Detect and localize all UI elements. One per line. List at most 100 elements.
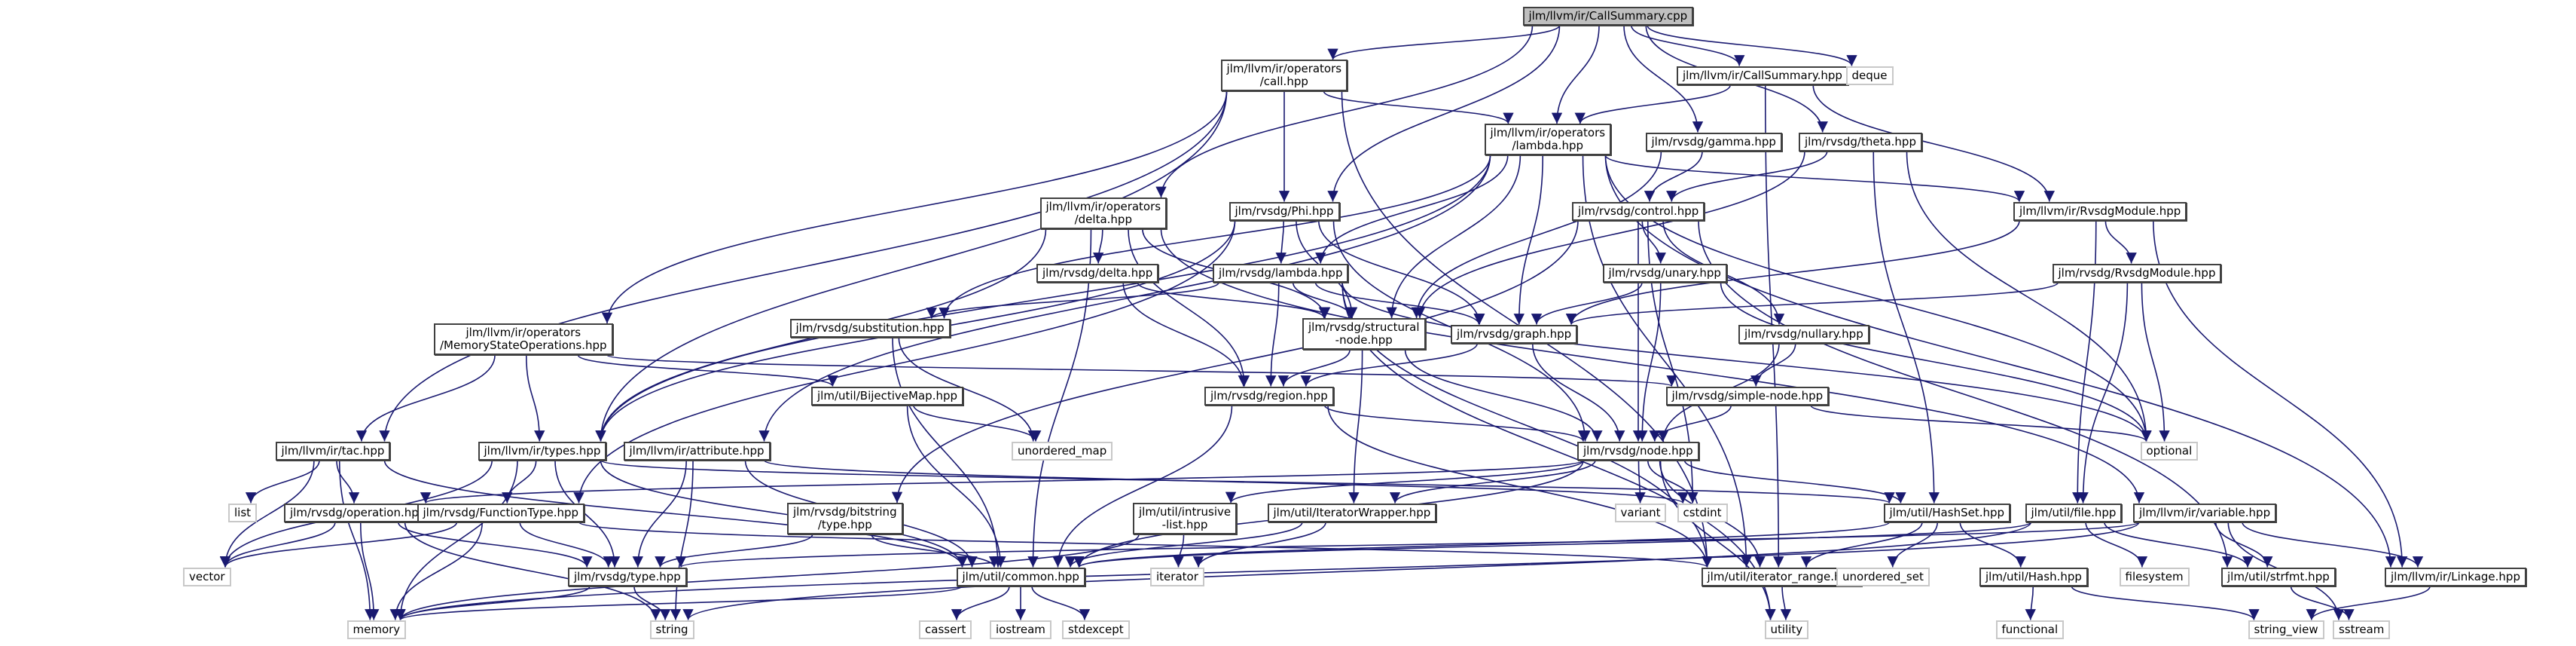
node-hash[interactable]: jlm/util/Hash.hpp (1979, 567, 2088, 586)
edge-intrusive-to-iterator (1173, 534, 1185, 568)
node-list: list (228, 503, 258, 522)
edge-deltaop-to-region (1128, 228, 1250, 387)
edge-tac-to-list (245, 460, 320, 504)
edge-filehpp-to-common (1073, 521, 2032, 568)
node-variable[interactable]: jlm/llvm/ir/variable.hpp (2133, 503, 2277, 522)
node-graph[interactable]: jlm/rvsdg/graph.hpp (1451, 324, 1578, 344)
edge-intrusive-to-memory (395, 534, 1140, 620)
edge-lambdaop-to-linkage (1604, 155, 2397, 568)
node-rvsdgmod[interactable]: jlm/rvsdg/RvsdgModule.hpp (2052, 263, 2222, 283)
node-cshpp[interactable]: jlm/llvm/ir/CallSummary.hpp (1677, 66, 1848, 85)
node-deque: deque (1845, 66, 1894, 85)
node-iterwrap[interactable]: jlm/util/IteratorWrapper.hpp (1267, 503, 1437, 522)
node-root[interactable]: jlm/llvm/ir/CallSummary.cpp (1522, 6, 1694, 26)
edge-iterrange-to-utility (1780, 586, 1792, 620)
edge-functype-to-iterrange (578, 521, 1712, 568)
node-bitstring[interactable]: jlm/rvsdg/bitstring /type.hpp (787, 503, 903, 534)
node-node[interactable]: jlm/rvsdg/node.hpp (1577, 441, 1699, 461)
edge-theta-to-optional (1906, 151, 2152, 442)
node-lambdaop[interactable]: jlm/llvm/ir/operators /lambda.hpp (1484, 124, 1612, 155)
edge-gamma-to-control (1644, 151, 1703, 202)
edge-rvsdgmod-to-filehpp (2077, 282, 2129, 504)
edge-call-to-lambdaop (1323, 90, 1514, 124)
edge-functype-to-vector (219, 522, 458, 568)
edge-strfmt-to-sstream (2290, 586, 2355, 620)
node-operation[interactable]: jlm/rvsdg/operation.hpp (284, 503, 432, 522)
edge-unary-to-node (1637, 282, 1662, 442)
node-hashset[interactable]: jlm/util/HashSet.hpp (1883, 503, 2011, 522)
edge-lambdaop-to-graph (1513, 155, 1544, 325)
edge-hashset-to-common (1073, 521, 1891, 568)
edge-call-to-memstate (601, 90, 1228, 324)
edge-attribute-to-cstdint (763, 459, 1689, 504)
edge-tac-to-memory (338, 460, 376, 620)
edge-attribute-to-typehpp (632, 460, 687, 568)
edge-tac-to-common (383, 460, 968, 568)
node-unary[interactable]: jlm/rvsdg/unary.hpp (1602, 263, 1727, 283)
node-call[interactable]: jlm/llvm/ir/operators /call.hpp (1220, 60, 1348, 91)
node-iterator: iterator (1150, 567, 1204, 586)
node-control[interactable]: jlm/rvsdg/control.hpp (1572, 201, 1705, 221)
node-iostream: iostream (990, 620, 1051, 639)
node-nullary[interactable]: jlm/rvsdg/nullary.hpp (1738, 324, 1869, 344)
edge-operation-to-string (404, 522, 661, 620)
node-bijective[interactable]: jlm/util/BijectiveMap.hpp (811, 386, 964, 406)
node-phi[interactable]: jlm/rvsdg/Phi.hpp (1228, 201, 1340, 221)
edge-tac-to-vector (219, 460, 315, 568)
edge-unary-to-graph (1531, 282, 1643, 325)
edge-bijective-to-common (906, 405, 1006, 568)
node-structural[interactable]: jlm/rvsdg/structural -node.hpp (1302, 318, 1426, 350)
node-deltaop[interactable]: jlm/llvm/ir/operators /delta.hpp (1039, 197, 1167, 229)
node-common[interactable]: jlm/util/common.hpp (956, 567, 1085, 586)
node-attribute[interactable]: jlm/llvm/ir/attribute.hpp (623, 441, 771, 461)
edge-llvmrvsdgmod-to-graph (1565, 220, 2020, 325)
node-theta[interactable]: jlm/rvsdg/theta.hpp (1799, 132, 1922, 152)
edge-deltahpp-to-structural (1137, 282, 1329, 319)
edge-phi-to-functype (573, 220, 1236, 504)
node-intrusive[interactable]: jlm/util/intrusive -list.hpp (1133, 503, 1238, 534)
node-typehpp[interactable]: jlm/rvsdg/type.hpp (568, 567, 687, 586)
edge-hash-to-stringview (2071, 586, 2260, 620)
edge-lambdahpp-to-graph (1314, 282, 1485, 325)
edge-common-to-memory (395, 585, 963, 621)
node-region[interactable]: jlm/rvsdg/region.hpp (1204, 386, 1334, 406)
node-llvmrvsdgmod[interactable]: jlm/llvm/ir/RvsdgModule.hpp (2013, 201, 2187, 221)
edge-lambdaop-to-types (595, 155, 1491, 442)
node-iterrange[interactable]: jlm/util/iterator_range.hpp (1701, 567, 1862, 586)
edge-common-to-cassert (951, 586, 1010, 620)
edge-deltaop-to-deltahpp (1093, 228, 1104, 264)
edge-rvsdgmod-to-graph (1566, 281, 2059, 326)
edge-simplenode-to-optional (1810, 404, 2152, 442)
node-lambdahpp[interactable]: jlm/rvsdg/lambda.hpp (1213, 263, 1349, 283)
edge-variable-to-strfmt (2214, 522, 2273, 568)
edge-node-to-variant (1634, 460, 1646, 504)
node-variant: variant (1614, 503, 1667, 522)
node-memstate[interactable]: jlm/llvm/ir/operators /MemoryStateOperat… (434, 323, 613, 355)
node-types[interactable]: jlm/llvm/ir/types.hpp (478, 441, 607, 461)
edge-root-to-deque (1647, 25, 1857, 66)
edge-subst-to-unorderedmap (898, 337, 1039, 442)
node-string: string (649, 620, 694, 639)
node-simplenode[interactable]: jlm/rvsdg/simple-node.hpp (1665, 386, 1830, 406)
node-gamma[interactable]: jlm/rvsdg/gamma.hpp (1645, 132, 1782, 152)
edge-root-to-gamma (1623, 25, 1704, 133)
node-deltahpp[interactable]: jlm/rvsdg/delta.hpp (1036, 263, 1159, 283)
node-linkage[interactable]: jlm/llvm/ir/Linkage.hpp (2385, 567, 2526, 586)
edge-control-to-bitstring (891, 220, 1579, 504)
node-strfmt[interactable]: jlm/util/strfmt.hpp (2221, 567, 2336, 586)
node-sstream: sstream (2333, 620, 2391, 639)
node-filehpp[interactable]: jlm/util/file.hpp (2025, 503, 2123, 522)
edge-deltaop-to-common (1027, 228, 1092, 568)
edge-phi-to-lambdahpp (1275, 220, 1286, 264)
edge-memstate-to-types (525, 354, 545, 442)
edge-deltahpp-to-region (1122, 282, 1249, 387)
node-memory: memory (346, 620, 407, 639)
edge-variable-to-linkage (2242, 522, 2424, 568)
node-tac[interactable]: jlm/llvm/ir/tac.hpp (275, 441, 391, 461)
node-functype[interactable]: jlm/rvsdg/FunctionType.hpp (417, 503, 585, 522)
edge-region-to-common (1052, 405, 1233, 568)
edge-region-to-node (1323, 405, 1589, 442)
node-subst[interactable]: jlm/rvsdg/substitution.hpp (789, 318, 951, 338)
edge-node-to-hashset (1683, 460, 1906, 504)
edge-lambdaop-to-iterrange (1582, 155, 1752, 568)
